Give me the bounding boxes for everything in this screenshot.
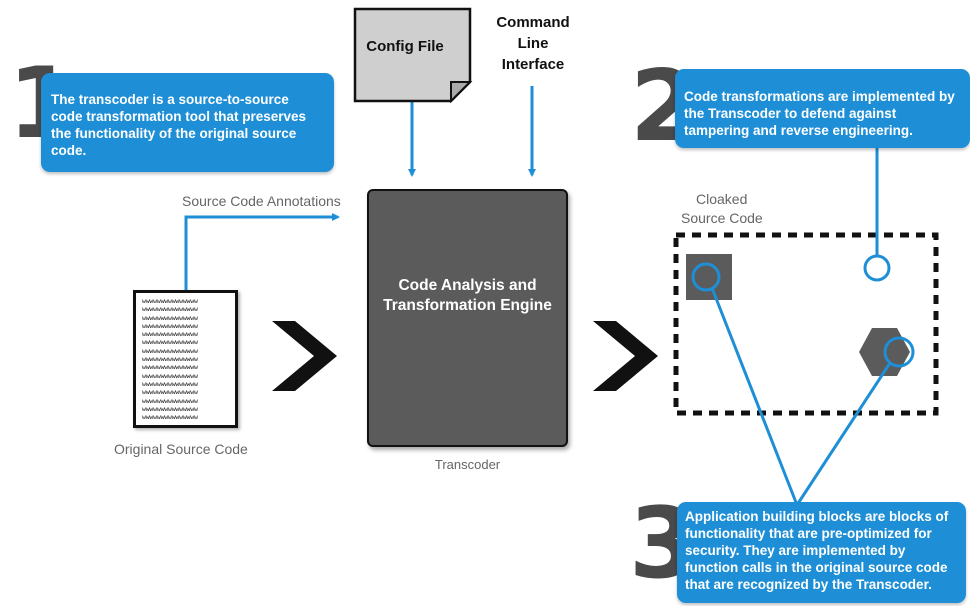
hexagon-block-circle bbox=[883, 336, 915, 368]
original-source-document bbox=[133, 290, 238, 428]
square-block-circle bbox=[691, 262, 721, 292]
annotations-arrow bbox=[184, 213, 340, 290]
annotations-label: Source Code Annotations bbox=[182, 193, 341, 209]
step-2-callout: Code transformations are implemented by … bbox=[675, 69, 970, 148]
step-3-callout: Application building blocks are blocks o… bbox=[677, 502, 966, 603]
chevron-right-arrow bbox=[593, 321, 658, 391]
source-code-lines: wwwwwwwwwwwwwww wwwwwwwwwwwwwww wwwwwwww… bbox=[142, 297, 198, 422]
chevron-left-arrow bbox=[272, 321, 337, 391]
cloaked-source-label: Cloaked Source Code bbox=[681, 190, 763, 228]
cloaked-source-box bbox=[673, 232, 939, 416]
cloaked-label-line1: Cloaked bbox=[696, 191, 748, 207]
step-1-callout: The transcoder is a source-to-source cod… bbox=[41, 73, 334, 172]
engine-label: Code Analysis and Transformation Engine bbox=[383, 277, 552, 314]
cloaked-label-line2: Source Code bbox=[681, 210, 763, 226]
transcoder-label: Transcoder bbox=[434, 457, 501, 472]
cli-label: Command Line Interface bbox=[496, 14, 570, 73]
transform-point-circle bbox=[863, 254, 891, 282]
engine-box bbox=[367, 189, 568, 447]
config-file-label: Config File bbox=[366, 38, 444, 55]
original-source-label: Original Source Code bbox=[114, 441, 248, 457]
